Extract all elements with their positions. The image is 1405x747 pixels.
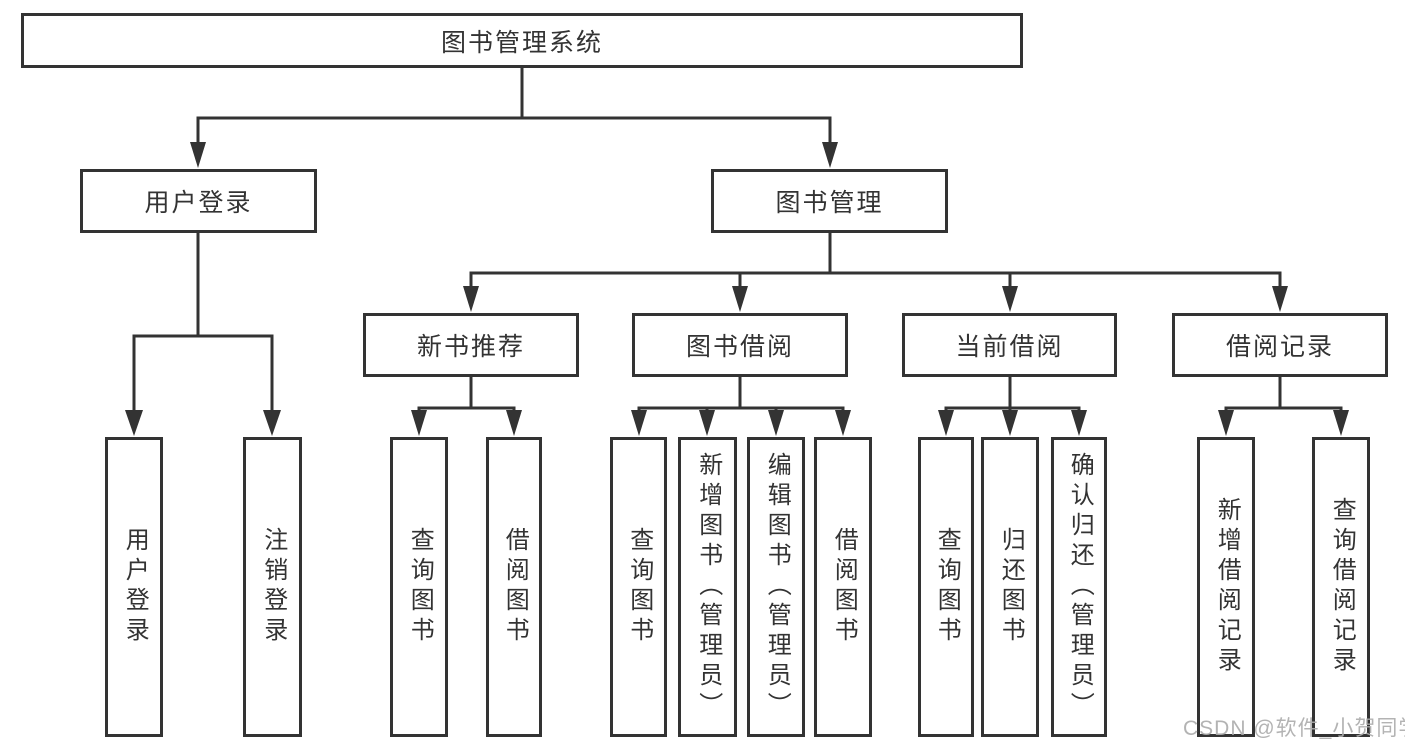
node-label: 当前借阅 [955, 333, 1064, 361]
node-user-login: 用户登录 [80, 169, 317, 233]
leaf-borrow-query-books: 查询图书 [610, 437, 667, 737]
leaf-user-login: 用户登录 [105, 437, 163, 737]
leaf-label: 查询图书 [933, 527, 961, 647]
leaf-recommend-query-books: 查询图书 [390, 437, 448, 737]
node-label: 图书管理 [775, 189, 884, 217]
node-label: 用户登录 [144, 189, 253, 217]
leaf-label: 查询借阅记录 [1328, 497, 1356, 677]
leaf-label: 借阅图书 [830, 527, 858, 647]
leaf-label: 新增图书（管理员） [694, 452, 722, 722]
node-book-borrow: 图书借阅 [632, 313, 848, 377]
leaf-label: 查询图书 [625, 527, 653, 647]
node-label: 新书推荐 [416, 333, 525, 361]
leaf-recommend-borrow-books: 借阅图书 [486, 437, 542, 737]
leaf-edit-books-admin: 编辑图书（管理员） [747, 437, 805, 737]
node-current-borrow: 当前借阅 [902, 313, 1117, 377]
leaf-return-books: 归还图书 [981, 437, 1039, 737]
node-book-management: 图书管理 [711, 169, 948, 233]
leaf-add-books-admin: 新增图书（管理员） [678, 437, 737, 737]
leaf-label: 查询图书 [406, 527, 434, 647]
leaf-current-query-books: 查询图书 [918, 437, 974, 737]
node-label: 图书借阅 [685, 333, 794, 361]
leaf-label: 新增借阅记录 [1213, 497, 1241, 677]
node-label: 图书管理系统 [440, 28, 603, 57]
leaf-label: 用户登录 [121, 527, 149, 647]
leaf-label: 注销登录 [259, 527, 287, 647]
leaf-add-borrow-record: 新增借阅记录 [1197, 437, 1255, 737]
leaf-confirm-return-admin: 确认归还（管理员） [1051, 437, 1107, 737]
node-label: 借阅记录 [1225, 333, 1334, 361]
node-new-book-recommend: 新书推荐 [363, 313, 579, 377]
leaf-borrow-books: 借阅图书 [814, 437, 872, 737]
leaf-label: 借阅图书 [501, 527, 529, 647]
node-borrow-records: 借阅记录 [1172, 313, 1388, 377]
node-library-management-system: 图书管理系统 [21, 13, 1023, 68]
leaf-label: 归还图书 [997, 527, 1025, 647]
leaf-label: 确认归还（管理员） [1066, 452, 1094, 722]
leaf-logout: 注销登录 [243, 437, 302, 737]
leaf-query-borrow-record: 查询借阅记录 [1312, 437, 1370, 737]
leaf-label: 编辑图书（管理员） [763, 452, 791, 722]
csdn-watermark: CSDN @软件_小贺同学 [1183, 717, 1405, 740]
